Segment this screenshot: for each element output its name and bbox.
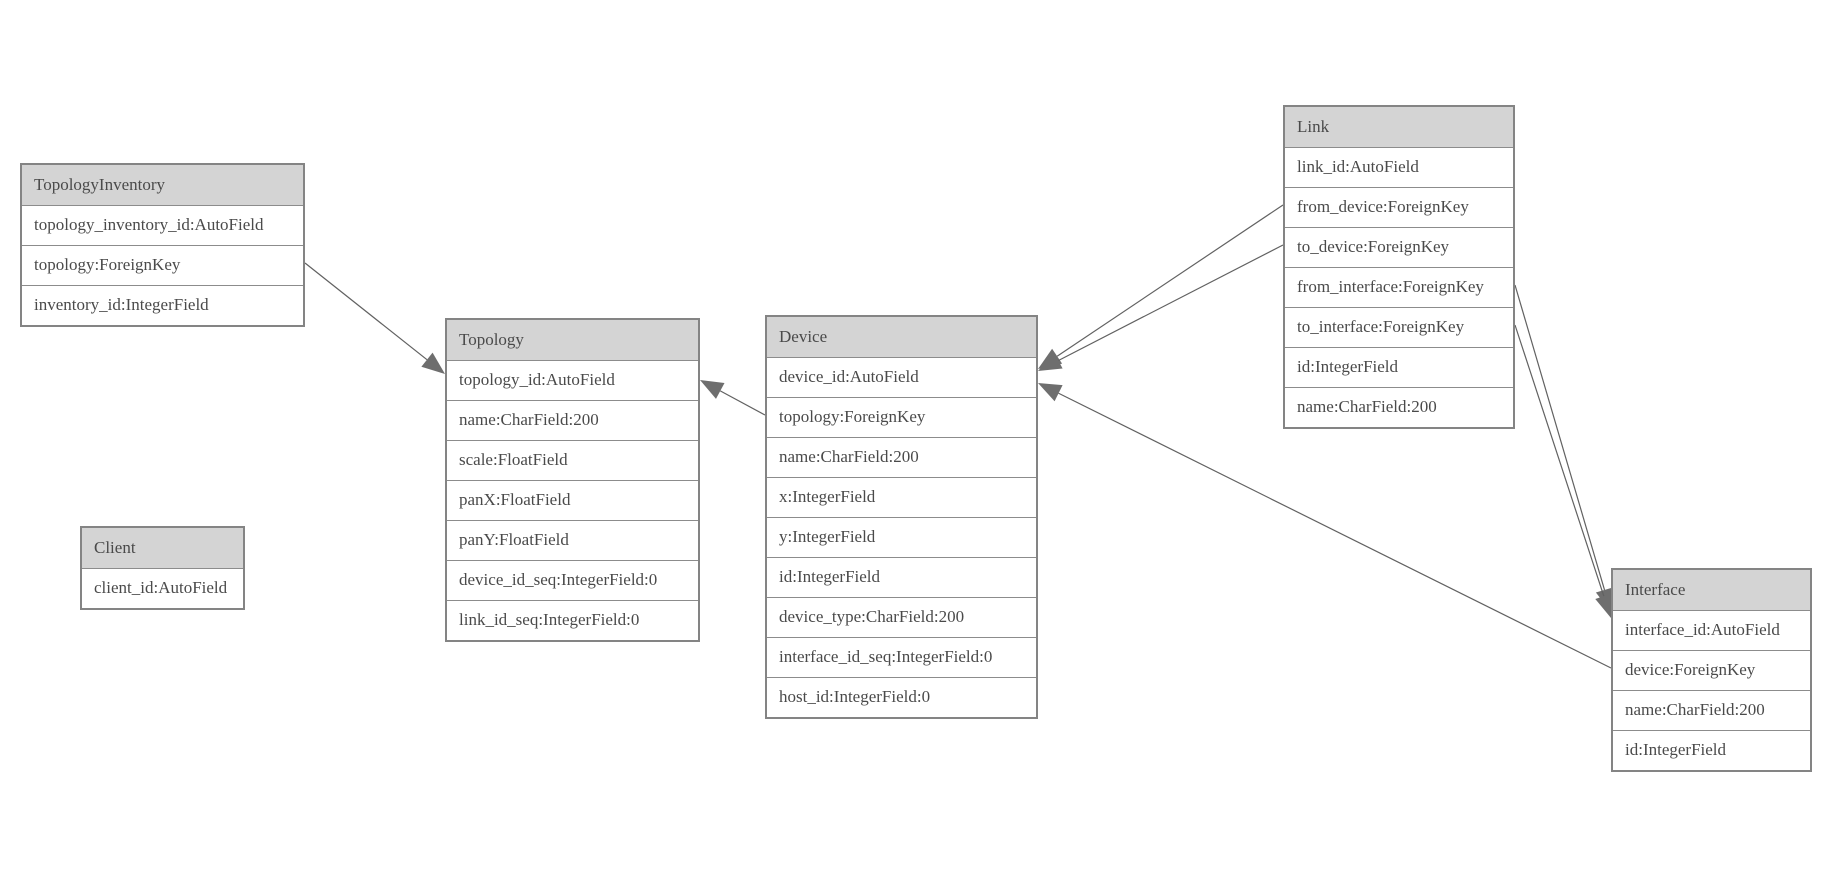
entity-field-row: device_type:CharField:200 xyxy=(767,597,1036,637)
entity-field-row: topology_id:AutoField xyxy=(447,360,698,400)
entity-table-title: Client xyxy=(82,528,243,568)
entity-field-row: from_device:ForeignKey xyxy=(1285,187,1513,227)
entity-table-title: Link xyxy=(1285,107,1513,147)
entity-field-row: client_id:AutoField xyxy=(82,568,243,608)
entity-field-row: id:IntegerField xyxy=(1613,730,1810,770)
entity-field-row: topology:ForeignKey xyxy=(22,245,303,285)
entity-field-row: interface_id:AutoField xyxy=(1613,610,1810,650)
entity-field-row: x:IntegerField xyxy=(767,477,1036,517)
entity-field-row: id:IntegerField xyxy=(1285,347,1513,387)
entity-field-row: device:ForeignKey xyxy=(1613,650,1810,690)
entity-field-row: device_id_seq:IntegerField:0 xyxy=(447,560,698,600)
entity-field-row: name:CharField:200 xyxy=(1285,387,1513,427)
entity-field-row: link_id_seq:IntegerField:0 xyxy=(447,600,698,640)
entity-table-title: Interface xyxy=(1613,570,1810,610)
entity-field-row: name:CharField:200 xyxy=(447,400,698,440)
entity-field-row: topology_inventory_id:AutoField xyxy=(22,205,303,245)
entity-field-row: panY:FloatField xyxy=(447,520,698,560)
entity-field-row: topology:ForeignKey xyxy=(767,397,1036,437)
entity-field-row: name:CharField:200 xyxy=(1613,690,1810,730)
entity-field-row: name:CharField:200 xyxy=(767,437,1036,477)
entity-table-title: Device xyxy=(767,317,1036,357)
entity-field-row: link_id:AutoField xyxy=(1285,147,1513,187)
entity-field-row: scale:FloatField xyxy=(447,440,698,480)
entity-field-row: id:IntegerField xyxy=(767,557,1036,597)
entity-field-row: interface_id_seq:IntegerField:0 xyxy=(767,637,1036,677)
entity-field-row: device_id:AutoField xyxy=(767,357,1036,397)
entity-field-row: y:IntegerField xyxy=(767,517,1036,557)
entity-field-row: to_device:ForeignKey xyxy=(1285,227,1513,267)
entity-field-row: host_id:IntegerField:0 xyxy=(767,677,1036,717)
entity-field-row: from_interface:ForeignKey xyxy=(1285,267,1513,307)
entity-field-row: panX:FloatField xyxy=(447,480,698,520)
entity-field-row: inventory_id:IntegerField xyxy=(22,285,303,325)
entity-table-title: Topology xyxy=(447,320,698,360)
entity-field-row: to_interface:ForeignKey xyxy=(1285,307,1513,347)
entity-table-title: TopologyInventory xyxy=(22,165,303,205)
